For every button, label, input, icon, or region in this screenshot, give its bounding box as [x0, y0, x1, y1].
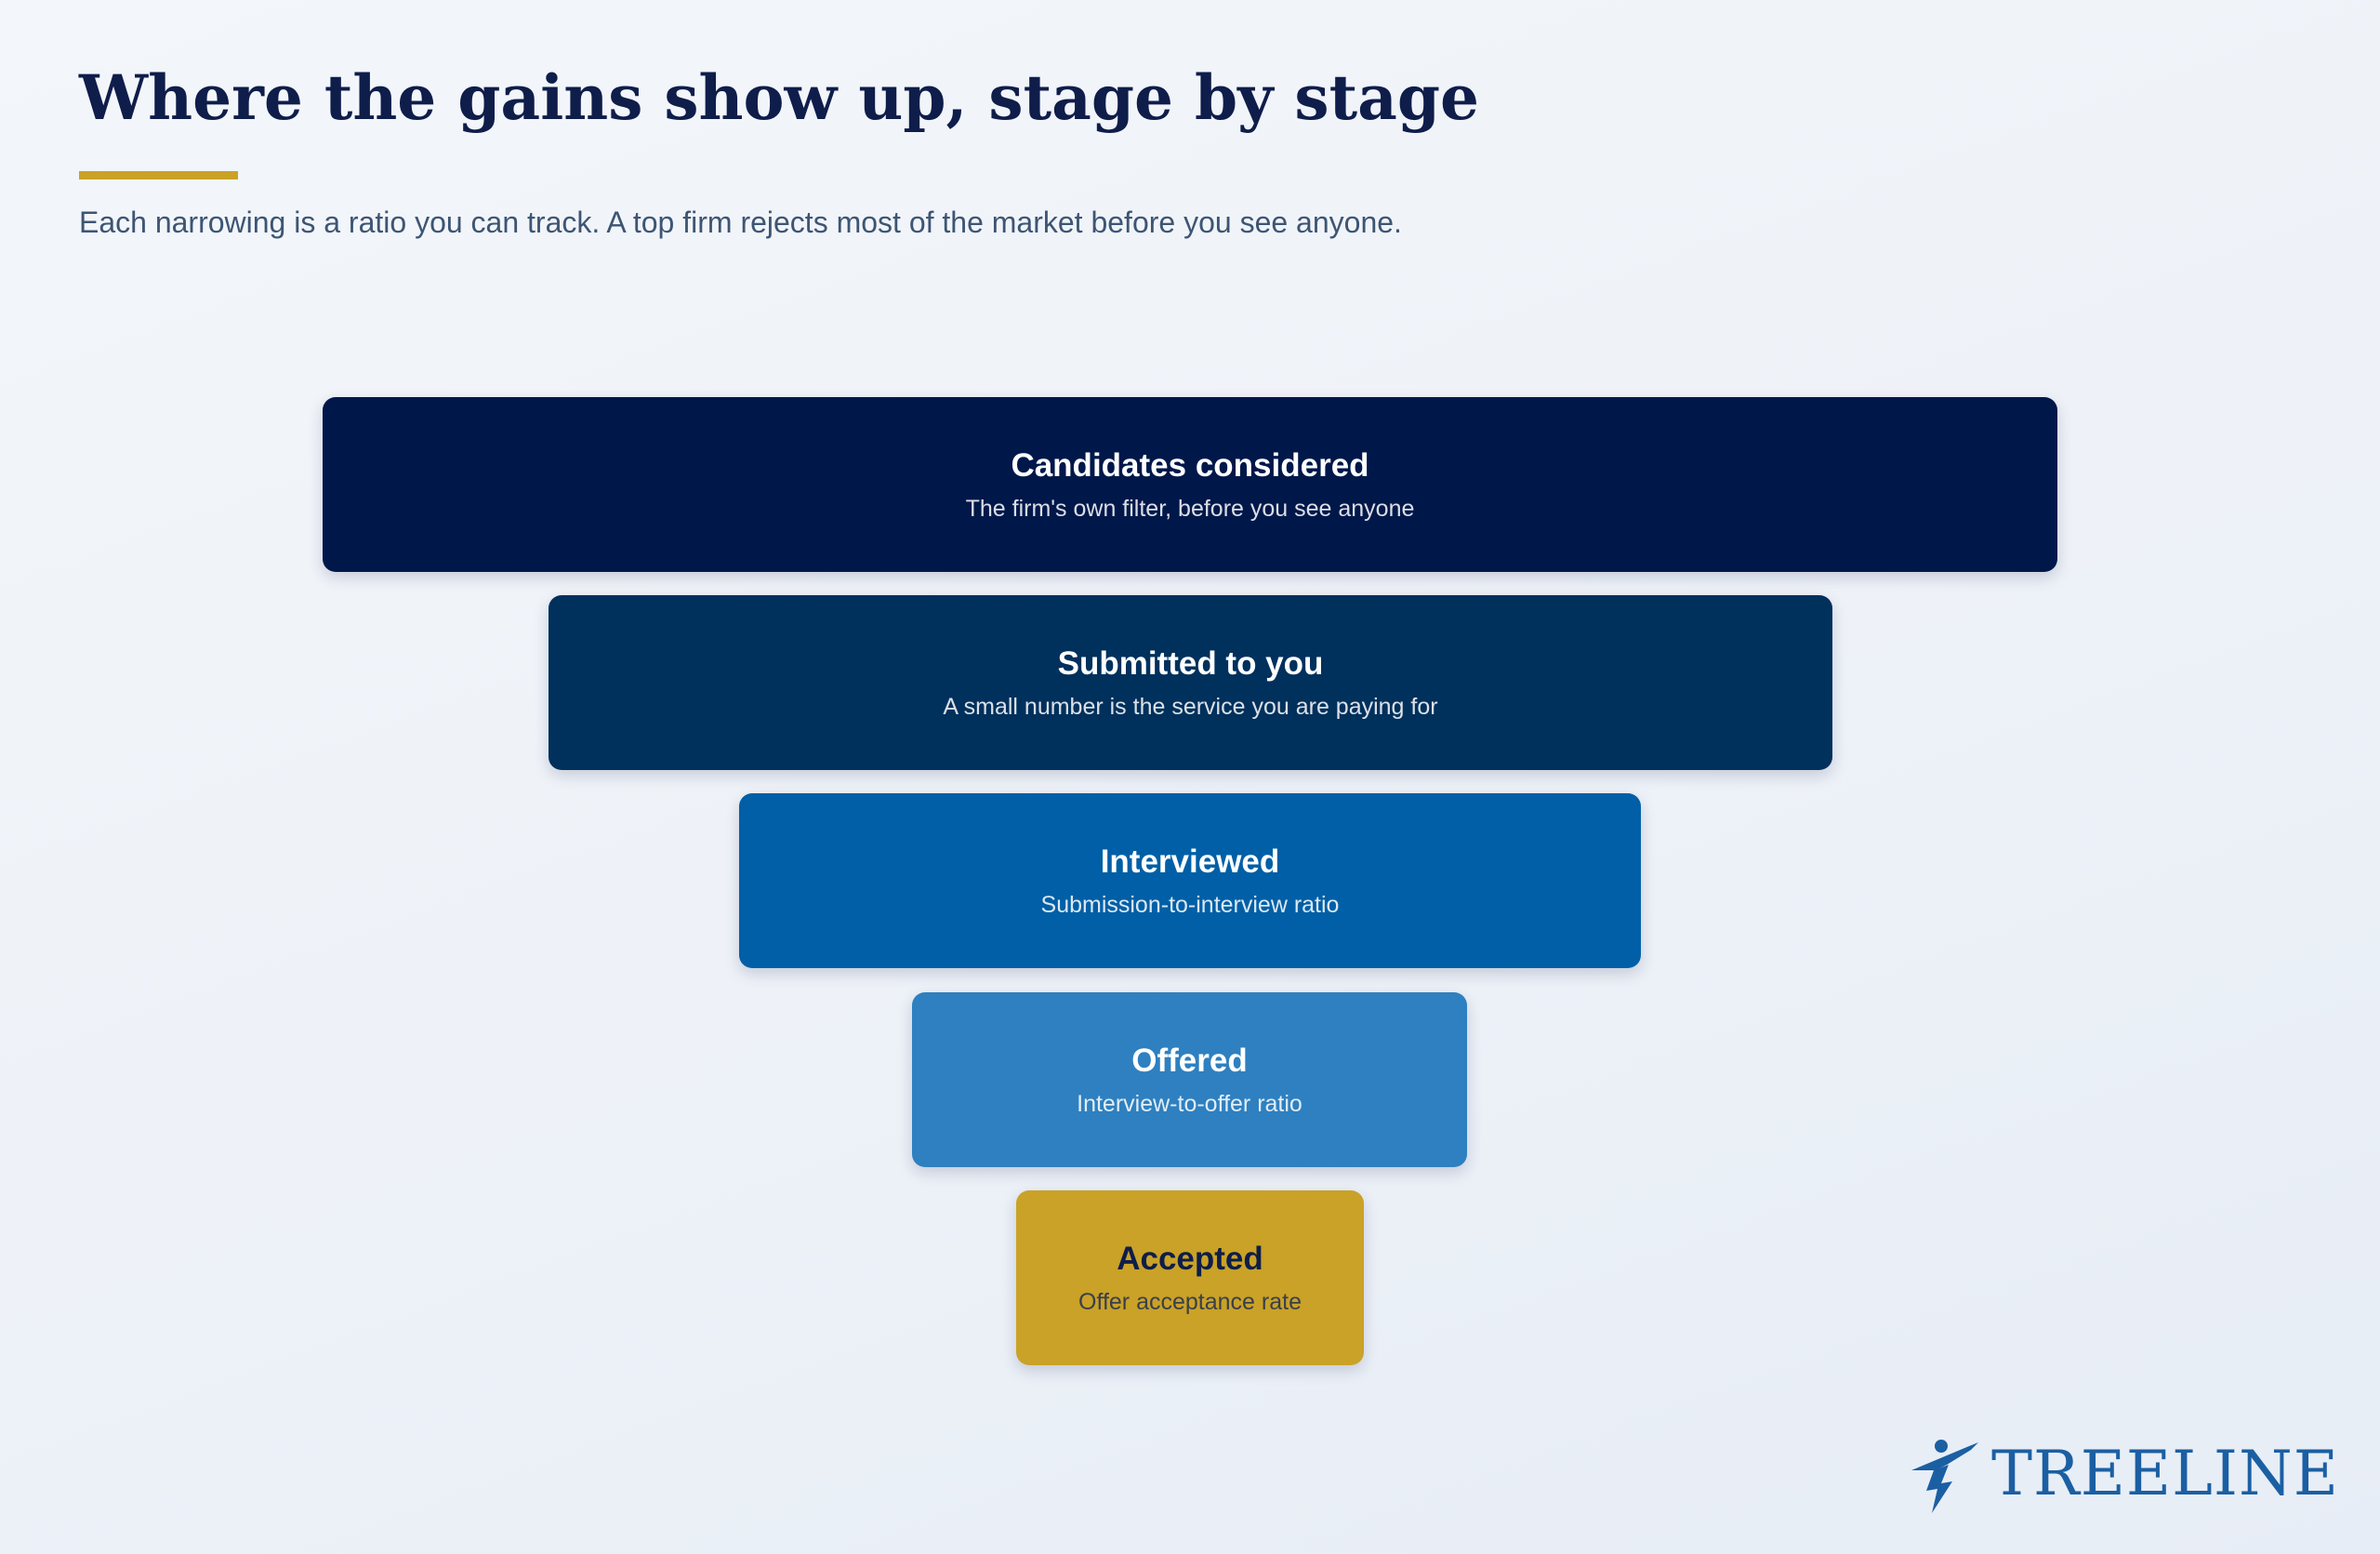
- funnel-stage-offered: Offered Interview-to-offer ratio: [912, 992, 1467, 1167]
- funnel-stage-accepted: Accepted Offer acceptance rate: [1016, 1190, 1364, 1365]
- title-underline: [79, 171, 238, 179]
- stage-label: Accepted: [1117, 1241, 1263, 1277]
- stage-description: Interview-to-offer ratio: [1077, 1091, 1302, 1117]
- treeline-logo: TREELINE: [1904, 1432, 2339, 1516]
- runner-icon: [1911, 1440, 1978, 1513]
- stage-description: A small number is the service you are pa…: [943, 694, 1438, 720]
- stage-label: Candidates considered: [1011, 447, 1369, 484]
- stage-label: Interviewed: [1100, 843, 1280, 880]
- page-subtitle: Each narrowing is a ratio you can track.…: [79, 206, 1402, 239]
- stage-description: The firm's own filter, before you see an…: [965, 496, 1415, 522]
- page-title: Where the gains show up, stage by stage: [79, 61, 1479, 134]
- stage-label: Offered: [1131, 1043, 1248, 1079]
- stage-label: Submitted to you: [1057, 645, 1324, 682]
- stage-description: Submission-to-interview ratio: [1040, 892, 1340, 918]
- funnel-stage-candidates-considered: Candidates considered The firm's own fil…: [323, 397, 2057, 572]
- brand-name: TREELINE: [1991, 1438, 2339, 1509]
- stage-description: Offer acceptance rate: [1078, 1289, 1302, 1315]
- funnel-stage-submitted-to-you: Submitted to you A small number is the s…: [549, 595, 1832, 770]
- funnel-stage-interviewed: Interviewed Submission-to-interview rati…: [739, 793, 1641, 968]
